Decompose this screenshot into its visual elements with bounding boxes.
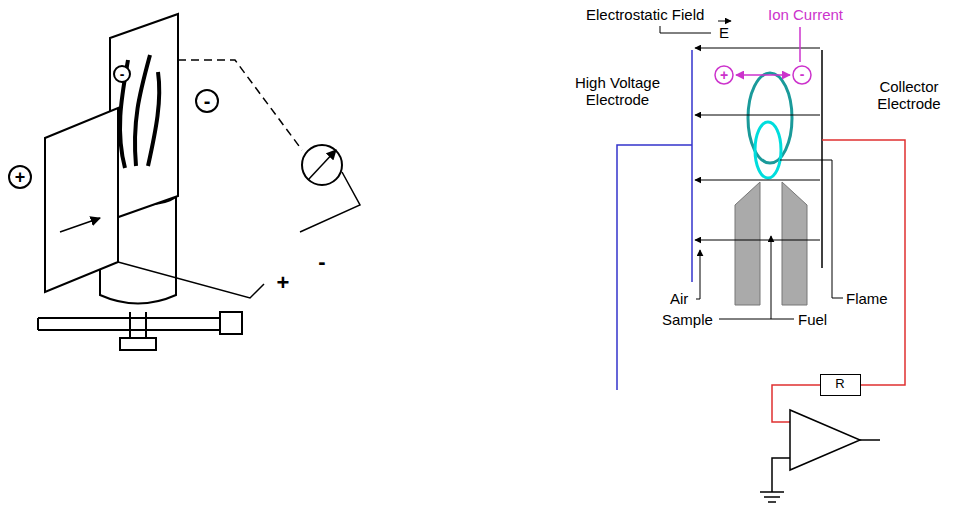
burner-sketch (9, 14, 360, 350)
burner-jet (735, 182, 760, 305)
signal-wire (772, 140, 905, 422)
part-label: Air (670, 290, 688, 307)
sign-circle (9, 166, 31, 188)
field-arrow (695, 115, 820, 116)
meter (302, 145, 342, 185)
box-text: R (835, 377, 846, 391)
base-plate (38, 318, 240, 330)
field-arrow (695, 240, 820, 241)
electrode-label: High Voltage Electrode (555, 74, 680, 109)
ion-current-arrow (736, 74, 790, 76)
op-amp (790, 410, 860, 470)
resistor-box: R (820, 374, 861, 396)
flame-inner (755, 122, 781, 178)
op-amp-output (860, 439, 880, 441)
left-plate (45, 108, 118, 292)
base-clamp (220, 312, 242, 334)
right-plate (110, 14, 178, 220)
sign-circle (196, 90, 218, 112)
field-arrow (695, 180, 820, 181)
polarity-sign: + (15, 167, 26, 188)
collector-electrode (821, 50, 823, 268)
field-leader (660, 26, 711, 33)
wire (300, 172, 360, 232)
part-label: Sample (662, 311, 713, 328)
ion-sign: + (720, 67, 728, 83)
polarity-sign: - (120, 66, 125, 82)
terminal-sign: + (277, 270, 290, 295)
ion-sign: - (800, 66, 805, 82)
wire (178, 60, 302, 150)
plate-field-line (60, 218, 100, 232)
terminal-sign: - (318, 249, 325, 274)
high-voltage-electrode (691, 50, 693, 282)
electrode-label: Collector Electrode (866, 78, 952, 113)
ion-current-leader (799, 27, 801, 62)
polarity-sign: - (204, 90, 211, 113)
sample-fuel-arrow (771, 236, 772, 319)
sample-fuel-line (719, 319, 794, 320)
ion-circle (715, 66, 733, 84)
meter-needle (308, 150, 336, 180)
wire (118, 262, 264, 298)
ion-circle (793, 66, 811, 84)
burner-jet (782, 182, 807, 305)
stand-foot (120, 338, 156, 350)
part-label: Flame (846, 290, 888, 307)
sign-circle (114, 66, 130, 82)
air-arrow (696, 250, 700, 299)
field-label: Electrostatic Field (586, 6, 704, 23)
ion-current-label: Ion Current (768, 6, 843, 23)
field-symbol: E (719, 24, 729, 41)
flame-leader (780, 160, 843, 298)
ground-symbol (760, 458, 790, 502)
detector-schematic (617, 21, 905, 502)
part-label: Fuel (798, 311, 827, 328)
vector-bar (718, 21, 731, 22)
field-arrow (695, 48, 820, 49)
high-voltage-wire (617, 145, 692, 390)
